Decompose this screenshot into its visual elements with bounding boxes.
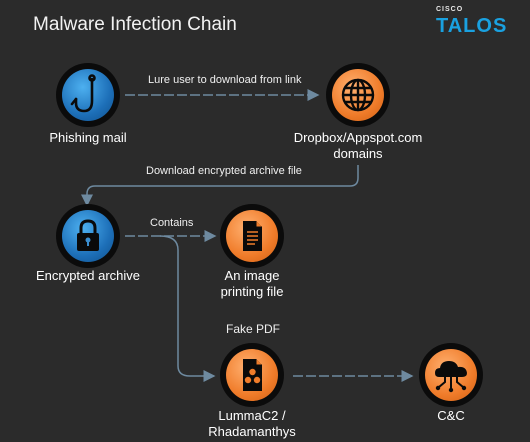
label-image-printing-file: An image printing file bbox=[200, 268, 304, 300]
fishhook-icon bbox=[70, 74, 96, 113]
label-dropbox-appspot: Dropbox/Appspot.com domains bbox=[290, 130, 426, 162]
label-dropbox-line1: Dropbox/Appspot.com bbox=[293, 130, 423, 145]
edge-label-fake-pdf: Fake PDF bbox=[226, 322, 281, 336]
node-image-printing-file bbox=[220, 204, 284, 268]
label-encrypted-archive: Encrypted archive bbox=[35, 268, 141, 283]
edge-fakepdf-arrow bbox=[159, 235, 216, 382]
talos-logo: CISCO TALOS bbox=[436, 6, 516, 38]
node-phishing-mail bbox=[56, 63, 120, 127]
node-lummac2-rhadamanthys bbox=[220, 343, 284, 407]
cloud-network-icon bbox=[435, 361, 467, 393]
edge-label-download: Download encrypted archive file bbox=[146, 165, 302, 177]
biohazard-document-icon bbox=[243, 359, 262, 391]
diagram-title: Malware Infection Chain bbox=[33, 14, 237, 35]
node-encrypted-archive bbox=[56, 204, 120, 268]
label-cnc: C&C bbox=[437, 408, 465, 423]
label-lumma-line1: LummaC2 / bbox=[218, 408, 286, 423]
label-lumma-line2: Rhadamanthys bbox=[208, 424, 296, 439]
label-lummac2-rhadamanthys: LummaC2 / Rhadamanthys bbox=[196, 408, 308, 440]
lock-icon bbox=[77, 219, 99, 251]
edge-label-lure: Lure user to download from link bbox=[148, 74, 302, 86]
label-phishing-mail: Phishing mail bbox=[49, 130, 127, 145]
document-icon bbox=[243, 221, 262, 251]
label-image-line1: An image bbox=[224, 268, 280, 283]
node-dropbox-appspot bbox=[326, 63, 390, 127]
label-image-line2: printing file bbox=[220, 284, 284, 299]
globe-icon bbox=[341, 78, 375, 112]
node-cnc bbox=[419, 343, 483, 407]
label-dropbox-line2: domains bbox=[333, 146, 383, 161]
edge-download-arrow bbox=[81, 165, 359, 207]
edge-label-contains: Contains bbox=[150, 217, 194, 229]
cisco-wordmark: CISCO bbox=[436, 6, 464, 13]
talos-wordmark: TALOS bbox=[436, 15, 508, 37]
